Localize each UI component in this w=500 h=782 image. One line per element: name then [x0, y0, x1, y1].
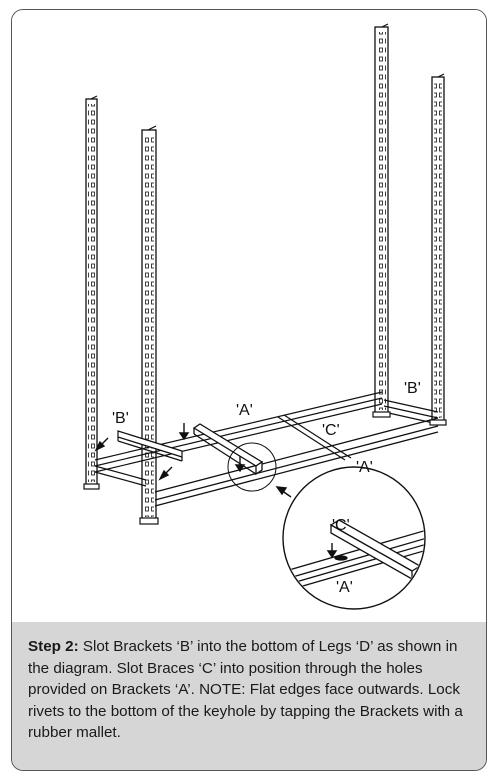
brace-c-inserting — [192, 423, 264, 476]
bracket-b-left — [94, 465, 147, 487]
label-a-top: 'A' — [236, 402, 253, 419]
label-a-front: 'A' — [356, 459, 373, 476]
leg-feet — [83, 411, 447, 525]
label-c-main: 'C' — [322, 422, 340, 439]
leg-d-front-left — [141, 125, 157, 523]
bracket-a-front — [154, 417, 439, 507]
leg-d-rear-right — [374, 23, 389, 415]
label-a-inset: 'A' — [336, 579, 353, 596]
instruction-card: 'B' 'B' 'A' 'A' 'C' 'C' 'A' Step 2: Slot… — [11, 9, 487, 771]
brace-c-installed — [277, 414, 352, 461]
label-b-left: 'B' — [112, 410, 129, 427]
insert-arrows — [94, 423, 292, 498]
bracket-b-right — [383, 399, 439, 425]
assembly-diagram-svg: 'B' 'B' 'A' 'A' 'C' 'C' 'A' — [83, 23, 447, 610]
assembly-diagram: 'B' 'B' 'A' 'A' 'C' 'C' 'A' — [12, 10, 486, 618]
leg-d-rear-left — [85, 95, 98, 488]
step-text: Slot Brackets ‘B’ into the bottom of Leg… — [28, 638, 463, 741]
bracket-b-loose — [117, 430, 183, 462]
instruction-caption: Step 2: Slot Brackets ‘B’ into the botto… — [12, 622, 486, 770]
detail-inset — [282, 466, 426, 610]
label-b-right: 'B' — [404, 380, 421, 397]
label-c-inset: 'C' — [332, 517, 350, 534]
leg-d-front-right — [431, 73, 445, 423]
step-label: Step 2: — [28, 638, 79, 655]
detail-callout-circle — [227, 442, 277, 492]
